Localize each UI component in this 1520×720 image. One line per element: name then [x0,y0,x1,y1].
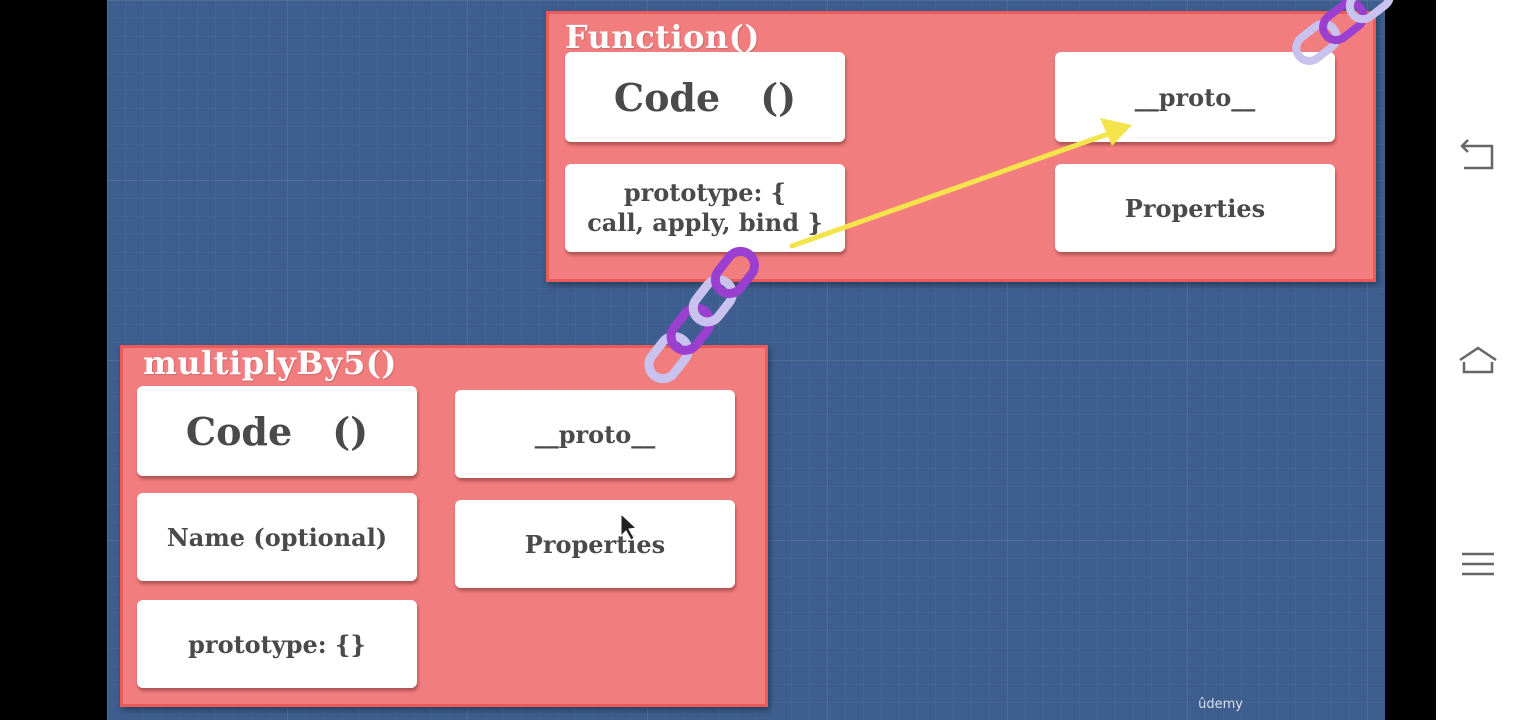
system-nav-bar [1436,0,1520,720]
function-prototype-card: prototype: { call, apply, bind } [565,164,845,252]
multiply-panel: multiplyBy5() Code () Name (optional) pr… [120,344,768,707]
multiply-properties-card: Properties [455,500,735,588]
function-properties-card: Properties [1055,164,1335,252]
multiply-name-card: Name (optional) [137,493,417,581]
multiply-code-label: Code [185,408,293,454]
multiply-name-label: Name (optional) [166,522,388,552]
function-prototype-line1: prototype: { [623,178,787,207]
function-code-parens: () [760,74,797,120]
home-icon[interactable] [1456,338,1500,382]
function-panel: Function() Code () prototype: { call, ap… [546,11,1376,282]
function-properties-label: Properties [1124,193,1266,223]
multiply-code-card: Code () [137,386,417,476]
function-proto-label: __proto__ [1134,82,1256,112]
function-code-label: Code [613,74,721,120]
function-code-card: Code () [565,52,845,142]
udemy-watermark: ûdemy [1198,697,1243,712]
multiply-prototype-card: prototype: {} [137,600,417,688]
multiply-panel-title: multiplyBy5() [143,344,398,382]
multiply-proto-label: __proto__ [534,419,656,449]
slide-canvas: Function() Code () prototype: { call, ap… [107,0,1385,720]
menu-icon[interactable] [1456,542,1500,586]
multiply-properties-label: Properties [524,529,666,559]
function-proto-card: __proto__ [1055,52,1335,142]
multiply-code-parens: () [332,408,369,454]
multiply-prototype-label: prototype: {} [188,629,366,659]
function-panel-title: Function() [565,18,760,56]
function-prototype-line2: call, apply, bind } [587,208,823,237]
multiply-proto-card: __proto__ [455,390,735,478]
back-icon[interactable] [1456,134,1500,178]
